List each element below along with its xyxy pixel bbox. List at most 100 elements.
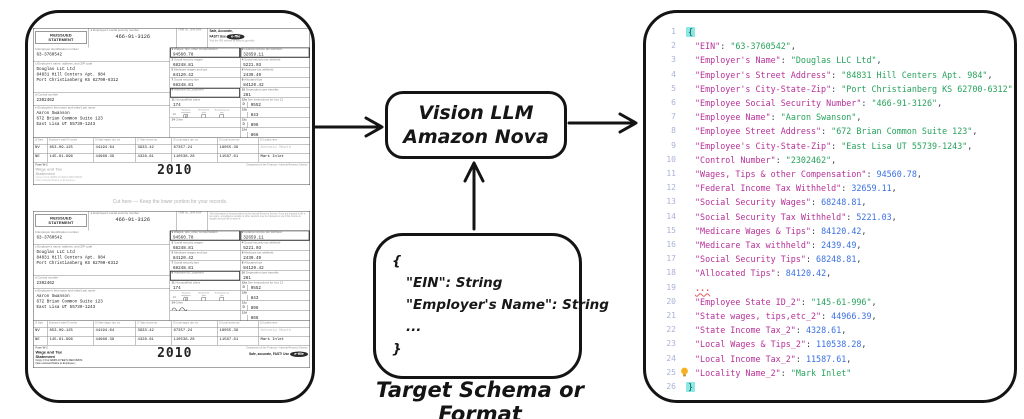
w2-omb: OMB No. 1545-0008 [176, 28, 208, 48]
line-number: 11 [666, 169, 676, 179]
code-line[interactable]: 11"Wages, Tips & other Compensation": 94… [646, 167, 1010, 181]
code-line[interactable]: 6"Employee Social Security Number": "466… [646, 96, 1010, 110]
code-line[interactable]: 26} [646, 380, 1010, 394]
code-line[interactable]: 20"Employee State ID_2": "145-61-996", [646, 295, 1010, 309]
line-number: 14 [666, 211, 676, 221]
w2-field: 9 Advance EIC payment [170, 271, 240, 281]
schema-line: { [392, 253, 402, 269]
line-number: 19 [666, 282, 676, 292]
code-line[interactable]: 17"Social Security Tips": 68248.81, [646, 252, 1010, 266]
w2-field: 12b 843 [239, 291, 310, 301]
w2-field: 14 Other [171, 118, 184, 122]
line-number: 7 [671, 112, 676, 122]
line-number: 17 [666, 254, 676, 264]
code-line[interactable]: 16"Medicare Tax withheld": 2439.49, [646, 238, 1010, 252]
line-number: 13 [666, 197, 676, 207]
code-line[interactable]: 21"State wages, tips,etc_2": 44966.39, [646, 309, 1010, 323]
code-line[interactable]: 12"Federal Income Tax Withheld": 32659.1… [646, 181, 1010, 195]
code-line[interactable]: 2"EIN": "63-3760542", [646, 39, 1010, 53]
quickfix-lightbulb-icon[interactable] [680, 367, 689, 381]
line-number: 10 [666, 154, 676, 164]
line-number: 9 [671, 140, 676, 150]
code-line[interactable]: 9"Employee's City-State-Zip": "East Lisa… [646, 139, 1010, 153]
code-line[interactable]: 3"Employer's Name": "Douglas LLC Ltd", [646, 53, 1010, 67]
w2-field [170, 311, 240, 321]
w2-field: 9 Advance EIC payment [170, 88, 240, 98]
line-number: 21 [666, 311, 676, 321]
code-line[interactable]: 7"Employee Name": "Aaron Swanson", [646, 110, 1010, 124]
line-number: 15 [666, 225, 676, 235]
w2-field: 14 Other [170, 301, 240, 311]
cut-line: Cut here — Keep the lower portion for yo… [112, 199, 228, 205]
code-line[interactable]: 5"Employer's City-State-Zip": "Port Chri… [646, 82, 1014, 96]
line-number: 12 [666, 183, 676, 193]
code-line[interactable]: 4"Employer's Street Address": "84831 Hil… [646, 68, 1010, 82]
line-number: 4 [671, 69, 676, 79]
code-line[interactable]: 18"Allocated Tips": 84120.42, [646, 266, 1010, 280]
line-number: 16 [666, 240, 676, 250]
code-line[interactable]: 10"Control Number": "2302462", [646, 153, 1010, 167]
schema-line: ... [406, 319, 422, 335]
code-area[interactable]: 1{2"EIN": "63-3760542",3"Employer's Name… [646, 25, 1014, 394]
code-line[interactable]: 1{ [646, 25, 1010, 39]
w2-field: 12b 843 [239, 108, 310, 118]
line-number: 22 [666, 325, 676, 335]
arrow-doc-to-llm [311, 116, 384, 138]
code-line[interactable]: 8"Employee Street Address": "672 Brian C… [646, 124, 1010, 138]
code-line[interactable]: 23"Local Wages & Tips_2": 110538.28, [646, 337, 1010, 351]
code-line[interactable]: 25"Locality Name_2": "Mark Inlet" [646, 366, 1010, 380]
code-line[interactable]: 15"Medicare Wages & Tips": 84120.42, [646, 224, 1010, 238]
line-number: 23 [666, 339, 676, 349]
line-number: 25 [666, 367, 676, 377]
schema-caption: Target Schema or Format [376, 378, 584, 419]
w2-field: c Employer's name, address, and ZIP code… [33, 244, 170, 276]
w2-field: e Employee's first name and initial Last… [33, 288, 170, 321]
checkbox-unchecked: Third-party sick pay [214, 292, 229, 301]
w2-field [170, 128, 240, 138]
code-line[interactable]: 19... [646, 281, 1010, 295]
w2-field: e Employee's first name and initial Last… [33, 105, 170, 138]
code-line[interactable]: 24"Local Income Tax_2": 11587.61, [646, 352, 1010, 366]
code-line[interactable]: 14"Social Security Tax Withheld": 5221.0… [646, 210, 1010, 224]
code-line[interactable]: 13"Social Security Wages": 68248.81, [646, 195, 1010, 209]
code-line[interactable]: 22"State Income Tax_2": 4328.61, [646, 323, 1010, 337]
w2-field: 12d 866 [239, 128, 310, 138]
